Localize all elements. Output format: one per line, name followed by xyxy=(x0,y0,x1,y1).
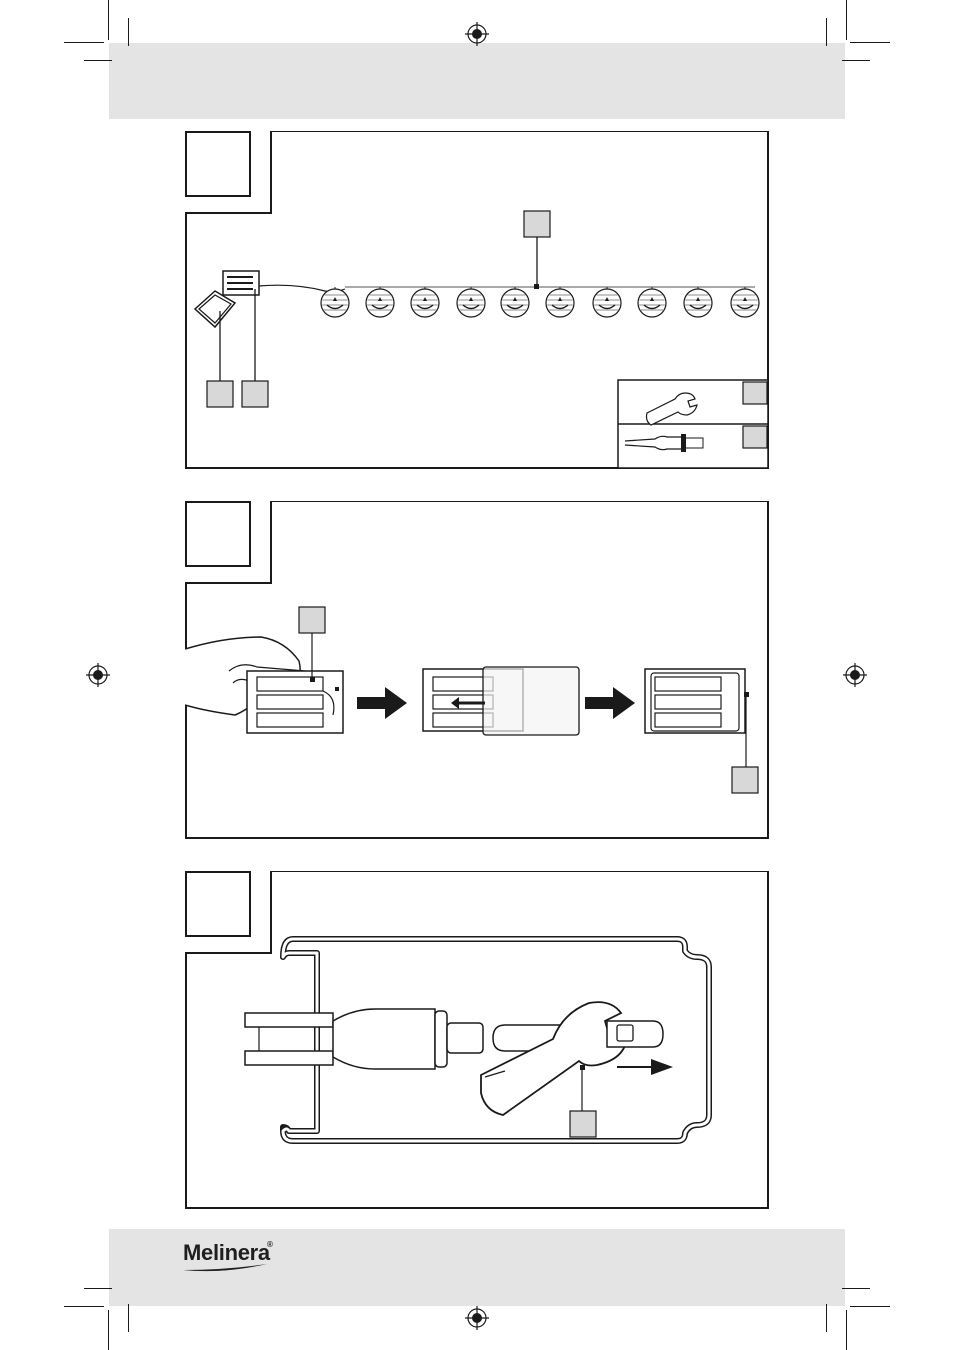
pumpkin-lantern-icon xyxy=(410,287,440,318)
callout-box xyxy=(241,380,269,408)
figure-wrench-assembly xyxy=(185,871,769,1209)
callout-box xyxy=(298,606,326,634)
crop-mark xyxy=(846,0,847,40)
figure-number-box xyxy=(185,501,251,567)
header-band xyxy=(109,43,845,119)
crop-mark xyxy=(826,18,827,46)
arrow-right-icon xyxy=(357,687,407,719)
figure-battery-insert xyxy=(185,501,769,839)
wrench-icon xyxy=(645,392,698,426)
crop-mark xyxy=(64,42,104,43)
registered-mark: ® xyxy=(267,1240,273,1249)
battery-box-icon xyxy=(222,270,260,296)
battery-box-icon xyxy=(644,668,746,734)
callout-box xyxy=(569,1110,597,1138)
pumpkin-lantern-icon xyxy=(683,287,713,318)
registration-mark-icon xyxy=(465,1306,489,1330)
brand-logo: Melinera ® xyxy=(183,1240,293,1276)
crop-mark xyxy=(826,1304,827,1332)
pumpkin-lantern-row xyxy=(320,287,760,318)
arrow-right-icon xyxy=(651,1059,673,1075)
crop-mark xyxy=(846,1310,847,1350)
wrench-icon xyxy=(480,1001,628,1116)
pumpkin-lantern-icon xyxy=(545,287,575,318)
crop-mark xyxy=(842,60,870,61)
plug-icon xyxy=(624,434,704,452)
crop-mark xyxy=(108,0,109,40)
crop-mark xyxy=(84,60,112,61)
battery-box-icon xyxy=(422,666,580,736)
figure-number-box xyxy=(185,131,251,197)
callout-box xyxy=(742,381,768,405)
pumpkin-lantern-icon xyxy=(730,287,760,318)
registration-mark-icon xyxy=(86,663,110,687)
registration-mark-icon xyxy=(843,663,867,687)
callout-box xyxy=(742,425,768,449)
callout-box xyxy=(731,766,759,794)
crop-mark xyxy=(842,1288,870,1289)
crop-mark xyxy=(84,1288,112,1289)
pumpkin-lantern-icon xyxy=(500,287,530,318)
crop-mark xyxy=(64,1306,104,1307)
figure-number-box xyxy=(185,871,251,937)
pumpkin-lantern-icon xyxy=(637,287,667,318)
footer-band xyxy=(109,1229,845,1306)
crop-mark xyxy=(128,18,129,46)
plug-icon xyxy=(244,1008,484,1070)
arrow-right-icon xyxy=(585,687,635,719)
registration-mark-icon xyxy=(465,22,489,46)
pumpkin-lantern-icon xyxy=(456,287,486,318)
crop-mark xyxy=(850,42,890,43)
battery-box-icon xyxy=(246,670,344,734)
crop-mark xyxy=(128,1304,129,1332)
pumpkin-lantern-icon xyxy=(365,287,395,318)
crop-mark xyxy=(850,1306,890,1307)
figure-overview xyxy=(185,131,769,469)
pumpkin-lantern-icon xyxy=(592,287,622,318)
brand-name: Melinera xyxy=(183,1240,270,1265)
callout-box xyxy=(206,380,234,408)
logo-swoosh-icon xyxy=(183,1264,267,1272)
crop-mark xyxy=(108,1310,109,1350)
pumpkin-lantern-icon xyxy=(320,287,350,318)
callout-box xyxy=(523,210,551,238)
